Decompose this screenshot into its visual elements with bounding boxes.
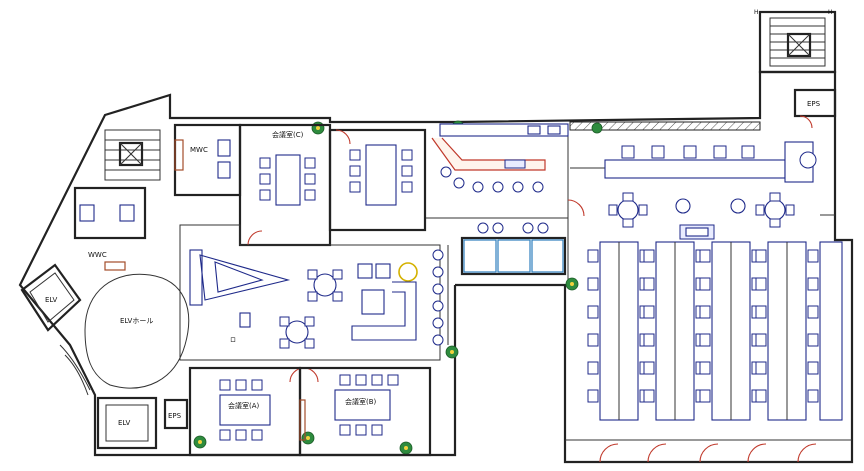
elv-bottom-label: ELV [118,419,131,427]
meeting-a-chairs [219,379,263,441]
svg-text:H: H [828,9,833,16]
round-table-left [608,192,648,228]
office-chair [807,249,819,263]
reception-desk [784,141,817,183]
office-chair [807,389,819,403]
office-chair [699,277,711,291]
stool-column [432,249,444,346]
large-room-chairs [349,149,413,193]
office-chair [643,305,655,319]
svg-text:ロ: ロ [230,337,236,344]
open-office [565,130,852,463]
office-chair [699,333,711,347]
eps-top-label: EPS [807,100,821,108]
eps-top-room: EPS [793,88,837,129]
office-chair [643,361,655,375]
office-chair [755,389,767,403]
office-chair [755,333,767,347]
office-chairs [587,249,819,403]
eps-bottom-label: EPS [168,412,182,420]
desk-island-4 [767,241,807,421]
wwc-label: WWC [88,251,107,259]
office-chair [807,277,819,291]
stair-left [104,129,161,181]
lobby-table-2 [279,316,315,349]
eps-bottom-room: EPS [163,398,189,430]
plant-5 [445,345,459,359]
office-chair [643,389,655,403]
lounge-booths [460,199,585,276]
elv-hall: ELVホール [59,273,190,396]
elv-left-label: ELV [45,296,58,304]
lobby-table-1 [307,269,343,302]
small-table-2 [730,198,746,214]
small-table-1 [675,198,691,214]
desk-island-2 [655,241,695,421]
plant-1 [311,121,325,135]
window-strip [569,121,761,131]
kitchen-bar [424,123,569,225]
toilets: MWC WWC [73,123,242,271]
meeting-b-label: 会議室(B) [345,397,377,406]
plant-6 [193,435,207,449]
office-chair [755,361,767,375]
office-chair [643,249,655,263]
meeting-b-chairs [339,374,399,436]
office-chair [699,305,711,319]
office-chair [699,389,711,403]
office-chair [807,361,819,375]
plant-3 [591,122,603,134]
office-chair [643,277,655,291]
plant-7 [301,431,315,445]
stair-core-top: H H [754,9,833,67]
office-chair [755,249,767,263]
round-table-right [755,192,795,228]
elevator-bottom: ELV [96,396,158,450]
desk-island-1 [599,241,639,421]
meeting-room-b: 会議室(B) [298,366,432,457]
elv-hall-label: ELVホール [120,317,153,325]
meeting-room-a: 会議室(A) [188,366,302,457]
outer-walls [18,10,854,464]
meeting-room-large [328,128,427,232]
meeting-c-chairs [259,157,316,201]
meeting-room-c: 会議室(C) [238,123,332,247]
office-chair [699,249,711,263]
office-chair [643,333,655,347]
office-chair [587,333,599,347]
bottom-doors [565,439,852,463]
office-chair [587,361,599,375]
bar-stools [440,166,544,193]
office-chair [587,249,599,263]
top-desk-row [604,145,786,179]
office-chair [587,277,599,291]
plant-8 [399,441,413,455]
meeting-a-label: 会議室(A) [228,401,260,410]
office-chair [755,305,767,319]
plant-4 [565,277,579,291]
meeting-c-label: 会議室(C) [272,130,304,139]
printer-unit [679,224,715,240]
desk-island-3 [711,241,751,421]
desk-island-5 [819,241,843,421]
svg-text:H: H [754,9,759,16]
mwc-label: MWC [190,146,208,154]
office-chair [587,305,599,319]
elevator-left: ELV [20,263,82,332]
office-chair [807,333,819,347]
office-chair [807,305,819,319]
office-chair [755,277,767,291]
office-chair [587,389,599,403]
central-lobby: ロ [179,224,449,383]
office-chair [699,361,711,375]
